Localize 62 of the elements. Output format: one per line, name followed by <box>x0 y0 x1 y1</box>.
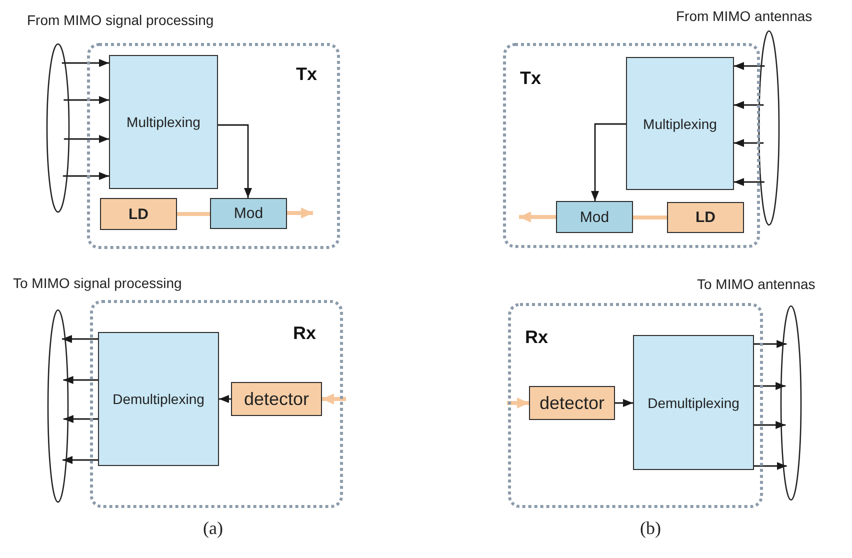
block-label: LD <box>696 209 716 226</box>
process-box <box>98 332 219 466</box>
arrow <box>754 340 787 348</box>
arrow <box>734 178 764 186</box>
arrow <box>615 399 633 407</box>
panel-title: Rx <box>525 327 548 348</box>
dotted-panel <box>87 43 340 249</box>
grouping-ellipse <box>47 309 69 503</box>
arrow <box>754 421 786 429</box>
arrow <box>62 59 109 67</box>
block-label: detector <box>539 392 605 414</box>
process-box <box>556 201 633 233</box>
arrow <box>754 462 787 470</box>
arrow <box>287 208 313 218</box>
arrow <box>507 398 529 408</box>
panel-title: Tx <box>520 68 542 89</box>
arrow <box>219 395 231 403</box>
panel-title: Tx <box>296 64 318 85</box>
signal-label: To MIMO signal processing <box>13 275 182 291</box>
arrow <box>322 394 346 404</box>
arrow <box>218 124 252 198</box>
arrow <box>64 96 109 104</box>
block-label: Demultiplexing <box>112 391 204 407</box>
arrow <box>62 172 109 180</box>
grouping-ellipse <box>780 305 802 501</box>
process-box <box>109 55 218 189</box>
arrow <box>734 139 764 147</box>
block-label: detector <box>244 388 310 410</box>
arrow <box>64 135 109 143</box>
arrow <box>63 376 98 384</box>
signal-label: From MIMO antennas <box>676 8 812 24</box>
panel-caption: (b) <box>640 518 661 539</box>
grouping-ellipse <box>46 43 70 213</box>
dotted-panel <box>90 300 343 508</box>
process-box <box>529 386 615 420</box>
block-label: Mod <box>234 205 264 222</box>
panel-title: Rx <box>293 323 316 344</box>
signal-label: To MIMO antennas <box>697 276 816 292</box>
block-label: Multiplexing <box>643 116 717 132</box>
signal-label: From MIMO signal processing <box>27 12 214 28</box>
block-label: Demultiplexing <box>648 394 740 410</box>
block-label: LD <box>128 206 148 222</box>
process-box <box>626 57 734 190</box>
dotted-panel <box>503 43 760 248</box>
grouping-ellipse <box>758 30 780 226</box>
arrow <box>63 415 98 423</box>
block-label: Mod <box>580 208 610 226</box>
process-box <box>667 202 744 233</box>
process-box <box>100 198 177 230</box>
arrow <box>734 101 764 109</box>
arrow <box>591 123 626 201</box>
arrow <box>62 335 98 343</box>
process-box <box>231 382 322 416</box>
arrow <box>754 382 786 390</box>
process-box <box>633 335 754 470</box>
process-box <box>210 198 287 229</box>
arrow <box>62 456 98 464</box>
panel-caption: (a) <box>203 518 223 539</box>
dotted-panel <box>508 303 763 508</box>
arrow <box>734 62 765 70</box>
block-label: Multiplexing <box>126 114 200 130</box>
arrow <box>519 212 556 222</box>
